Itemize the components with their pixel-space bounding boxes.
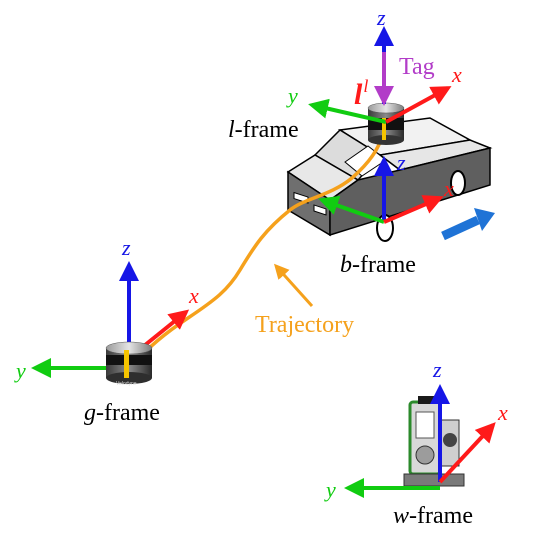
lidar-brand-text: Velodyne <box>116 381 137 387</box>
car-rear-wheel <box>450 170 466 196</box>
g-frame-y-label: y <box>14 358 26 383</box>
l-frame-label: l-frame <box>228 117 299 143</box>
b-frame-y-axis <box>318 195 385 224</box>
trajectory-label: Trajectory <box>255 312 354 338</box>
l-frame-y-axis <box>308 98 387 124</box>
w-frame-z-label: z <box>432 357 442 382</box>
lidar-sensor-icon <box>367 102 405 145</box>
b-frame-x-label: x <box>443 176 454 201</box>
b-frame-label: b-frame <box>340 252 416 278</box>
b-frame-x-axis <box>383 195 444 224</box>
l-frame-x-label: x <box>451 62 462 87</box>
l-frame-x-axis <box>385 86 452 124</box>
w-frame-axes: z y x <box>324 357 508 502</box>
g-frame-label: g-frame <box>84 400 160 426</box>
b-frame-axes: z x <box>318 150 454 224</box>
tag-vector-symbol: ll <box>354 76 368 111</box>
g-frame-z-label: z <box>121 235 131 260</box>
w-frame-x-label: x <box>497 400 508 425</box>
trajectory-pointer-arrow <box>273 263 314 308</box>
car-side <box>329 147 491 237</box>
w-frame-y-label: y <box>324 477 336 502</box>
g-frame-x-label: x <box>188 283 199 308</box>
lidar-sensor-icon: Velodyne <box>105 341 153 387</box>
total-station-icon <box>403 396 465 487</box>
motion-arrow-icon <box>441 208 495 241</box>
l-frame-y-label: y <box>286 83 298 108</box>
l-frame-z-label: z <box>376 5 386 30</box>
tag-label: Tag <box>399 54 435 80</box>
w-frame-x-axis <box>438 422 496 484</box>
b-frame-z-label: z <box>396 150 406 175</box>
w-frame-label: w-frame <box>393 503 473 529</box>
tag-vector: Tag ll <box>354 52 435 111</box>
